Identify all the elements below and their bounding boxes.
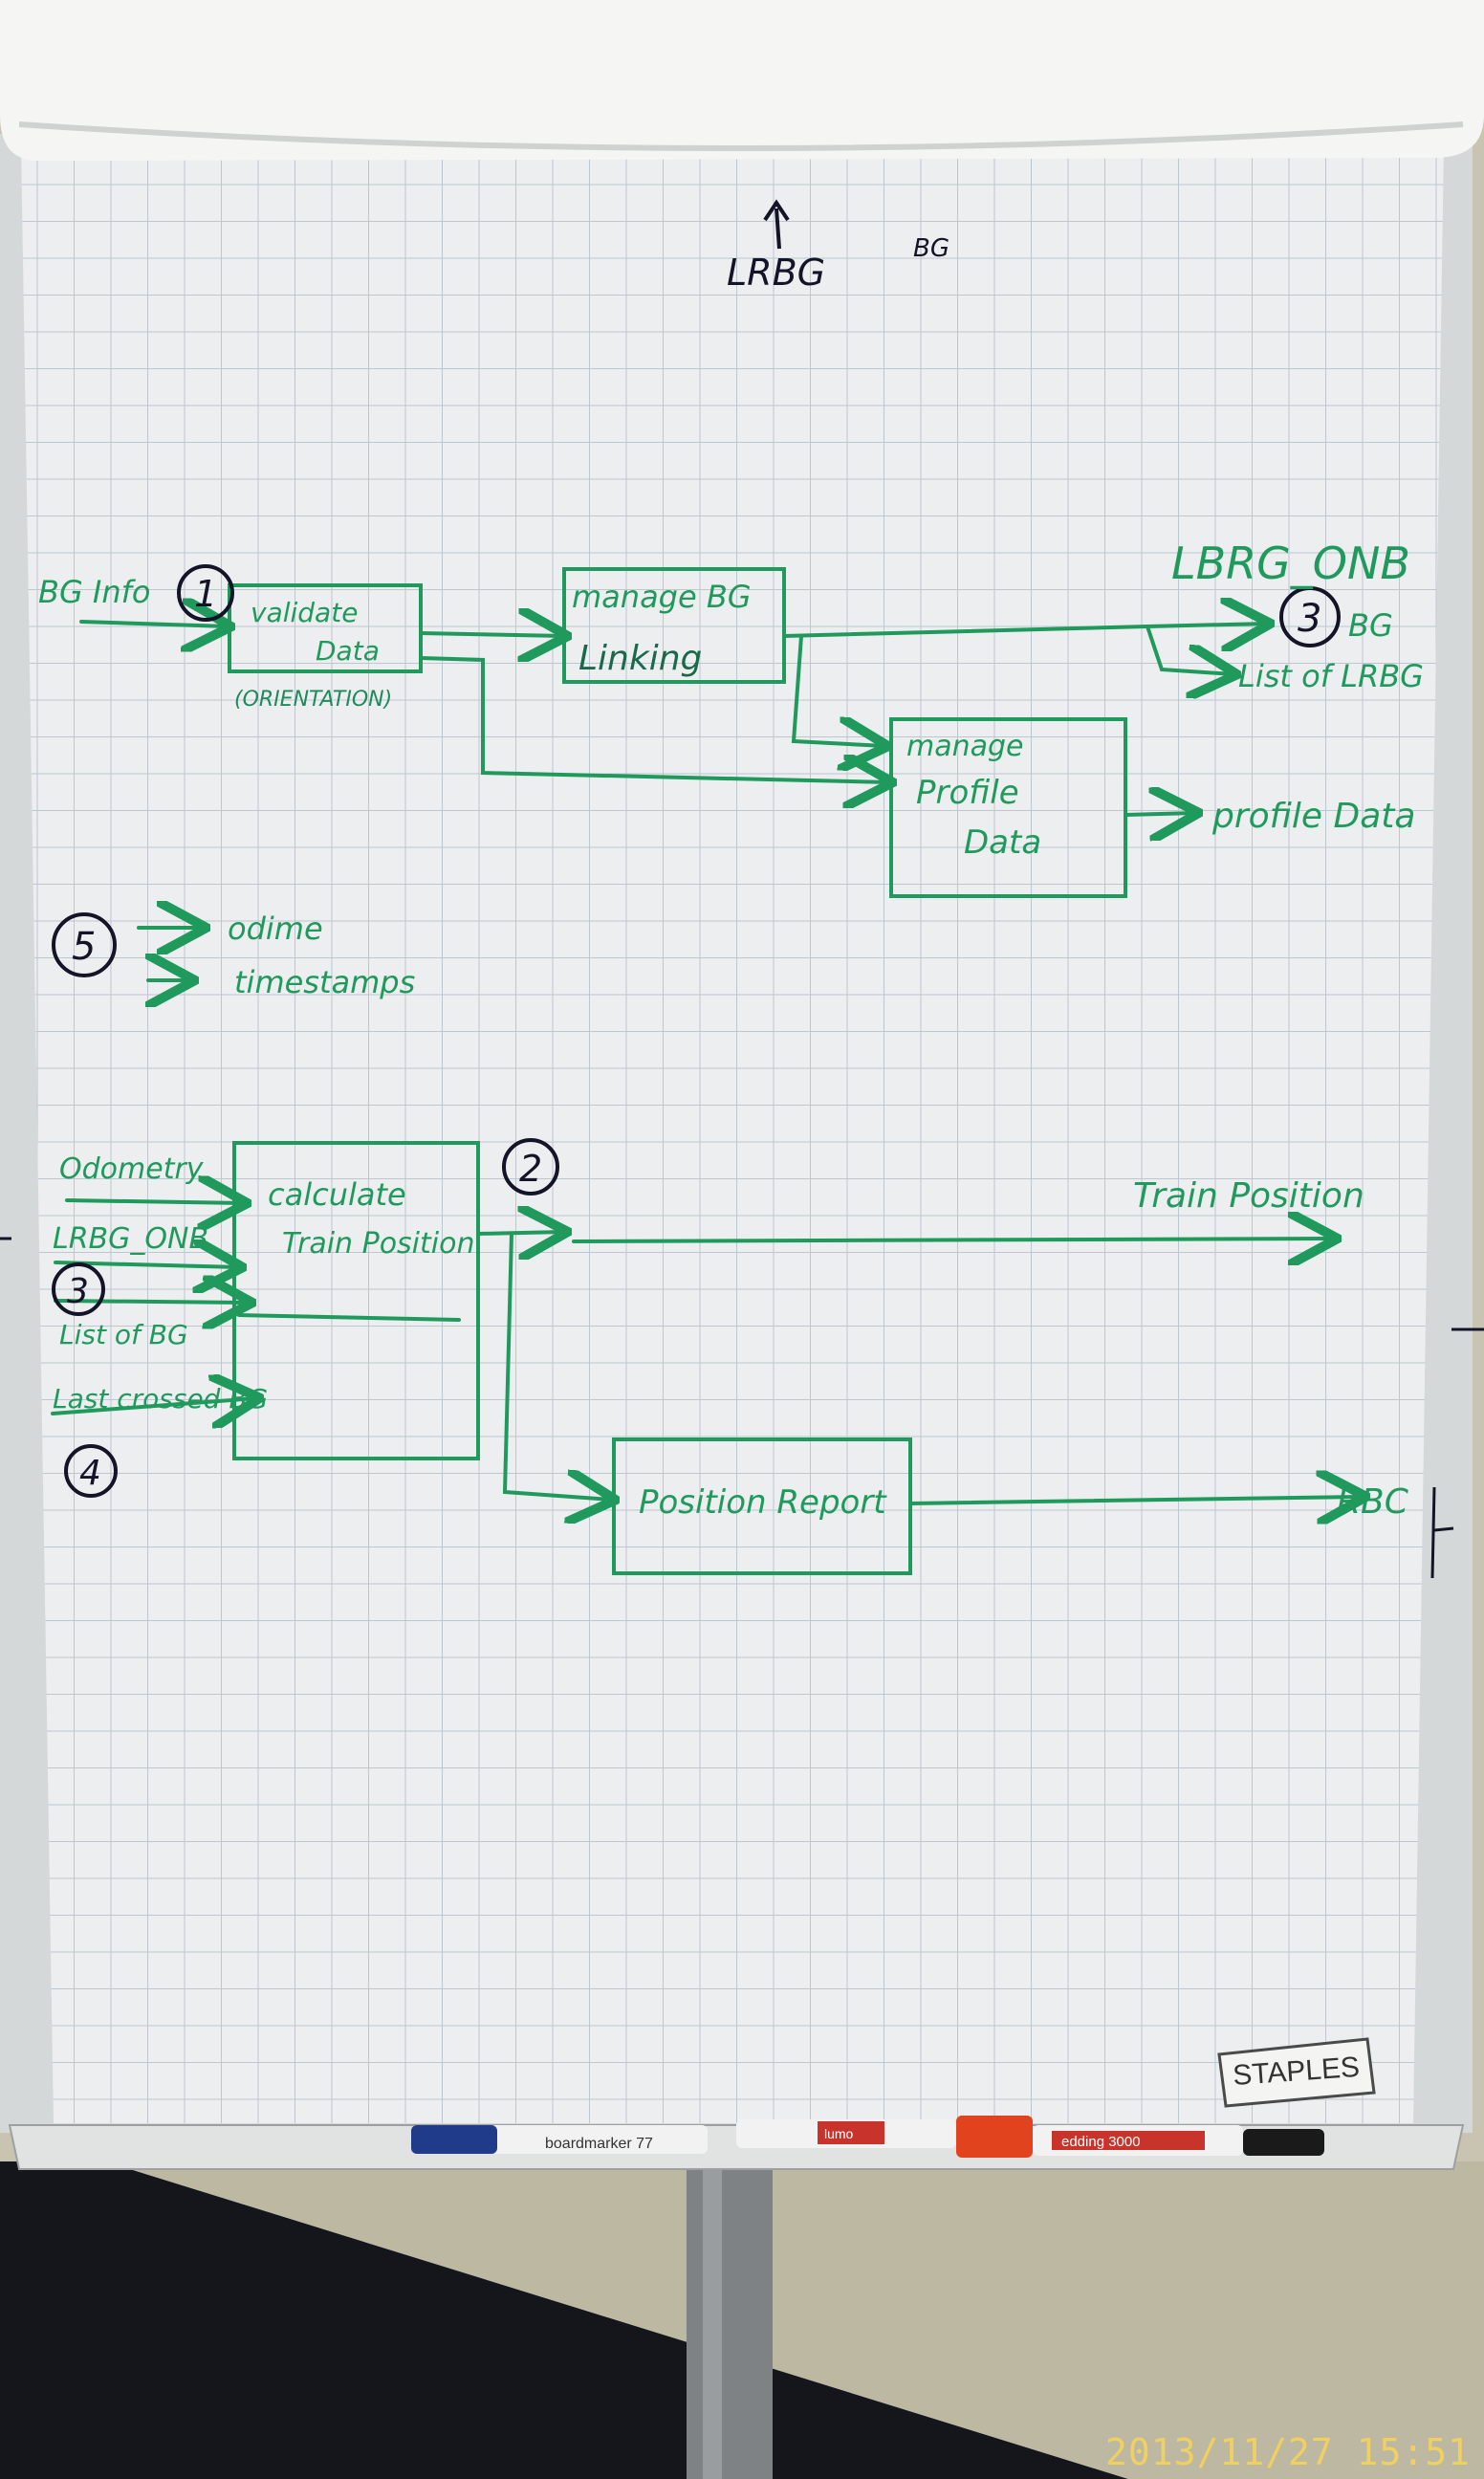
pen-1-label: boardmarker 77 — [545, 2136, 653, 2152]
marker-5: 5 — [72, 925, 96, 969]
rolled-paper — [0, 0, 1484, 161]
marker-1: 1 — [194, 573, 217, 615]
input-lrbg-onb: LRBG_ONB — [53, 1222, 208, 1256]
profile-line3: Data — [964, 823, 1041, 862]
photo-timestamp: 2013/11/27 15:51 — [1104, 2431, 1471, 2473]
profile-line2: Profile — [916, 774, 1019, 812]
marker-3b: 3 — [67, 1272, 89, 1311]
note-5-line2: timestamps — [234, 964, 415, 1000]
marker-3a: 3 — [1298, 597, 1321, 641]
output-lrbg-onb: LBRG_ONB — [1171, 537, 1410, 589]
input-list-bg: List of BG — [59, 1319, 188, 1350]
input-bg-info: BG Info — [38, 574, 150, 610]
marker-4-circle — [64, 1444, 118, 1498]
linking-line1: manage BG — [572, 579, 752, 615]
floor — [0, 2161, 1128, 2479]
marker-1-circle — [177, 564, 234, 622]
pen-3-label: edding 3000 — [1061, 2134, 1141, 2150]
numbered-markers — [52, 199, 1341, 1498]
marker-5-circle — [52, 912, 117, 977]
floor-light — [105, 2161, 1484, 2479]
marker-3b-circle — [52, 1262, 105, 1316]
validate-line2: Data — [316, 635, 380, 667]
marker-2: 2 — [519, 1148, 542, 1190]
up-arrow — [775, 208, 781, 250]
validate-line1: validate — [251, 597, 358, 628]
marker-3a-circle — [1279, 586, 1341, 647]
top-lrbg-note: LRBG — [727, 252, 825, 294]
marker-4: 4 — [79, 1454, 101, 1493]
report-label: Position Report — [639, 1483, 887, 1522]
output-rbc: RBC — [1337, 1482, 1409, 1522]
input-odometry: Odometry — [59, 1152, 205, 1186]
staples-logo: STAPLES — [1217, 2037, 1376, 2108]
output-train-position: Train Position — [1133, 1176, 1364, 1216]
stand-pole — [687, 2161, 773, 2479]
note-5-line1: odime — [228, 910, 323, 947]
output-list-lrbg: List of LRBG — [1238, 658, 1424, 694]
pen-2-label: lumo — [824, 2126, 854, 2141]
input-last-crossed-bg: Last crossed BG — [53, 1383, 268, 1415]
profile-line1: manage — [906, 730, 1024, 763]
margin-marks — [0, 1237, 1484, 1579]
diagram-lines — [51, 567, 1363, 1575]
marker-2-circle — [502, 1138, 559, 1196]
pens: boardmarker 77 lumo edding 3000 — [411, 2116, 1324, 2158]
calc-line2: Train Position — [282, 1227, 474, 1261]
linking-line2: Linking — [578, 639, 702, 678]
output-profile-data: profile Data — [1211, 797, 1415, 836]
validate-note: (ORIENTATION) — [234, 688, 392, 712]
calc-line1: calculate — [268, 1176, 406, 1213]
top-bg-note: BG — [913, 234, 949, 263]
output-bg: BG — [1348, 607, 1393, 644]
